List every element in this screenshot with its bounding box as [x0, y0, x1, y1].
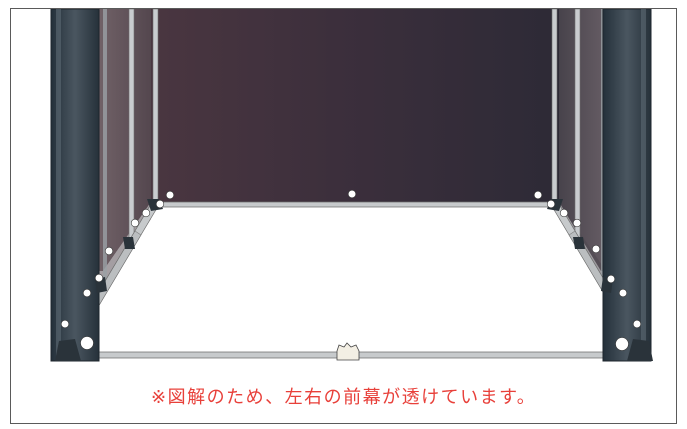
right-side-curtain: [559, 9, 606, 271]
caption-note: ※図解のため、左右の前幕が透けています。: [151, 387, 537, 408]
center-clip-icon: [336, 342, 360, 361]
back-rail: [150, 201, 560, 208]
back-curtain: [151, 9, 559, 202]
figure-frame: ※図解のため、左右の前幕が透けています。: [10, 8, 677, 424]
frame-illustration: [50, 9, 653, 362]
left-side-curtain: [97, 9, 151, 271]
